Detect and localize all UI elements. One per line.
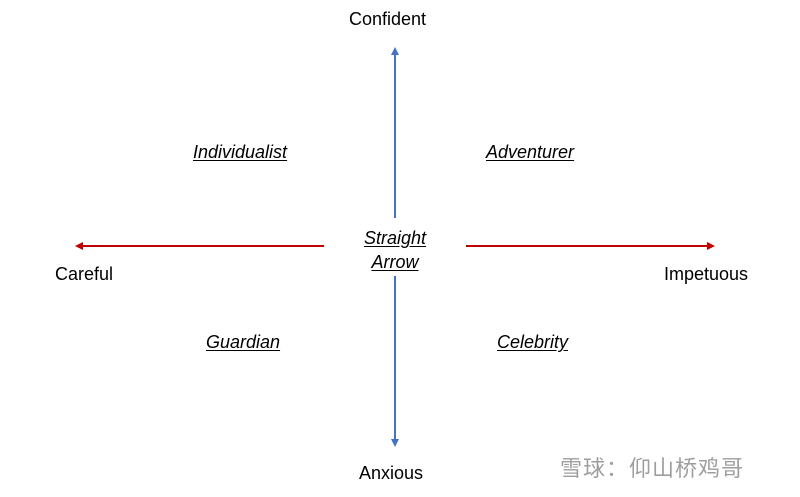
axis-label-top: Confident: [349, 9, 427, 29]
axis-label-right: Impetuous: [664, 264, 749, 284]
center-label-line1: Straight: [363, 228, 427, 248]
quadrant-label-top-left: Individualist: [193, 142, 288, 162]
quadrant-label-bottom-right: Celebrity: [497, 332, 569, 352]
axis-label-bottom: Anxious: [359, 463, 424, 483]
quadrant-label-top-right: Adventurer: [486, 142, 575, 162]
watermark: 雪球：仰山桥鸡哥: [560, 456, 745, 481]
center-label: Straight Arrow: [345, 226, 445, 274]
axis-label-left: Careful: [55, 264, 114, 284]
quadrant-label-bottom-left: Guardian: [206, 332, 281, 352]
center-label-line2: Arrow: [371, 252, 419, 272]
